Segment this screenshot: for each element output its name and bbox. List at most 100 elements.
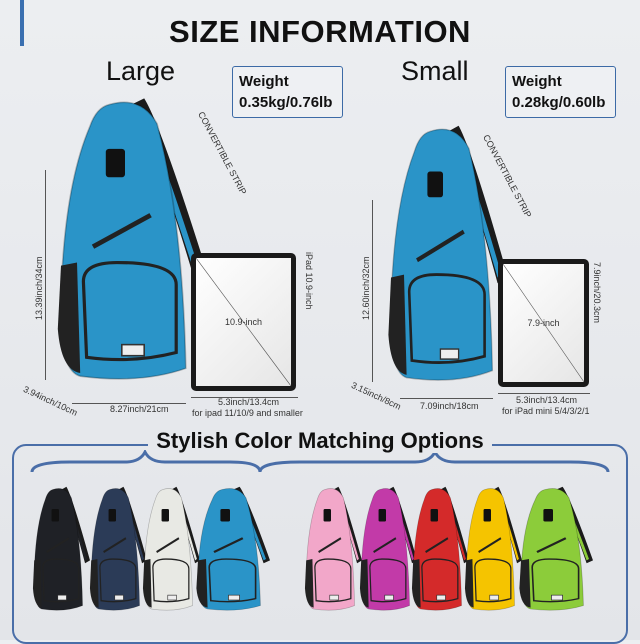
small-height: 12.60inch/32cm	[361, 256, 371, 320]
small-label: Small	[401, 56, 469, 86]
logo-patch	[329, 594, 339, 601]
side-mesh	[89, 559, 99, 608]
front-pocket	[208, 558, 257, 603]
buckle	[378, 509, 386, 522]
height-line	[45, 170, 46, 380]
logo-patch	[167, 594, 177, 601]
buckle	[427, 171, 443, 198]
tablet-width-line	[498, 393, 590, 394]
bag-body	[33, 488, 83, 611]
bag-body	[90, 488, 140, 611]
weight-label: Weight	[239, 73, 289, 90]
small-bag-image	[378, 120, 508, 392]
height-line	[372, 200, 373, 382]
small-width: 7.09inch/18cm	[420, 401, 479, 411]
small-tablet-side: 7.9inch/20.3cm	[592, 262, 602, 324]
bag-body	[412, 488, 462, 611]
front-pocket	[99, 558, 137, 603]
color-options-title: Stylish Color Matching Options	[0, 428, 640, 454]
front-pocket	[421, 558, 459, 603]
large-tablet-size: 10.9-inch	[224, 316, 263, 327]
front-pocket	[314, 558, 352, 603]
color-option-white	[138, 484, 200, 616]
upper-zipper	[425, 537, 449, 553]
bag-body	[520, 488, 584, 611]
front-pocket	[407, 273, 486, 365]
upper-zipper	[478, 537, 502, 553]
large-weight-box: Weight 0.35kg/0.76lb	[232, 66, 343, 118]
buckle	[220, 509, 230, 522]
small-weight-box: Weight 0.28kg/0.60lb	[505, 66, 616, 118]
upper-zipper	[373, 537, 397, 553]
upper-zipper	[416, 229, 465, 263]
buckle	[161, 509, 169, 522]
upper-zipper	[318, 537, 342, 553]
width-line	[400, 398, 493, 399]
bag-body	[143, 488, 193, 611]
logo-patch	[228, 594, 240, 601]
small-tablet-width: 5.3inch/13.4cm	[516, 395, 578, 405]
side-mesh	[411, 559, 421, 608]
large-tablet-width: 5.3inch/13.4cm	[218, 397, 280, 407]
logo-patch	[439, 348, 460, 360]
color-option-black	[28, 484, 90, 616]
side-mesh	[359, 559, 369, 608]
side-mesh	[196, 559, 208, 608]
weight-label: Weight	[512, 73, 562, 90]
front-pocket	[152, 558, 190, 603]
color-option-yellow	[460, 484, 522, 616]
logo-patch	[57, 594, 67, 601]
buckle	[483, 509, 491, 522]
side-mesh	[142, 559, 152, 608]
front-pocket	[369, 558, 407, 603]
side-mesh	[304, 559, 314, 608]
front-pocket	[474, 558, 512, 603]
large-label: Large	[106, 56, 176, 86]
bag-body	[305, 488, 355, 611]
upper-zipper	[91, 213, 152, 249]
front-pocket	[81, 260, 178, 362]
buckle	[51, 509, 59, 522]
color-option-navy	[85, 484, 147, 616]
front-pocket	[531, 558, 580, 603]
page-title: SIZE INFORMATION	[169, 14, 471, 49]
large-height: 13.39inch/34cm	[34, 256, 44, 320]
color-option-magenta	[355, 484, 417, 616]
logo-patch	[384, 594, 394, 601]
large-tablet-side: iPad 10.9-inch	[304, 252, 314, 310]
weight-value: 0.28kg/0.60lb	[512, 94, 606, 111]
color-option-blue	[190, 484, 270, 616]
width-line	[72, 403, 186, 404]
large-tablet-note: for ipad 11/10/9 and smaller	[192, 408, 303, 418]
logo-patch	[551, 594, 563, 601]
side-mesh	[388, 274, 407, 375]
side-mesh	[57, 262, 81, 374]
bag-body	[360, 488, 410, 611]
large-width: 8.27inch/21cm	[110, 404, 169, 414]
color-option-red	[407, 484, 469, 616]
small-tablet-note: for iPad mini 5/4/3/2/1	[502, 406, 590, 416]
bag-body	[390, 128, 494, 381]
side-mesh	[32, 559, 42, 608]
logo-patch	[114, 594, 124, 601]
upper-zipper	[46, 537, 70, 553]
color-option-pink	[300, 484, 362, 616]
large-tablet: 10.9-inch	[191, 253, 296, 391]
upper-zipper	[156, 537, 180, 553]
upper-zipper	[213, 537, 244, 553]
side-mesh	[519, 559, 531, 608]
logo-patch	[489, 594, 499, 601]
bag-body	[197, 488, 261, 611]
buckle	[323, 509, 331, 522]
small-tablet: 7.9-inch	[498, 259, 589, 387]
accent-bar	[20, 0, 24, 46]
logo-patch	[436, 594, 446, 601]
large-bag-image	[45, 92, 205, 392]
upper-zipper	[536, 537, 567, 553]
buckle	[430, 509, 438, 522]
front-pocket	[42, 558, 80, 603]
bag-body	[465, 488, 515, 611]
small-tablet-size: 7.9-inch	[527, 318, 560, 329]
weight-value: 0.35kg/0.76lb	[239, 94, 333, 111]
upper-zipper	[103, 537, 127, 553]
